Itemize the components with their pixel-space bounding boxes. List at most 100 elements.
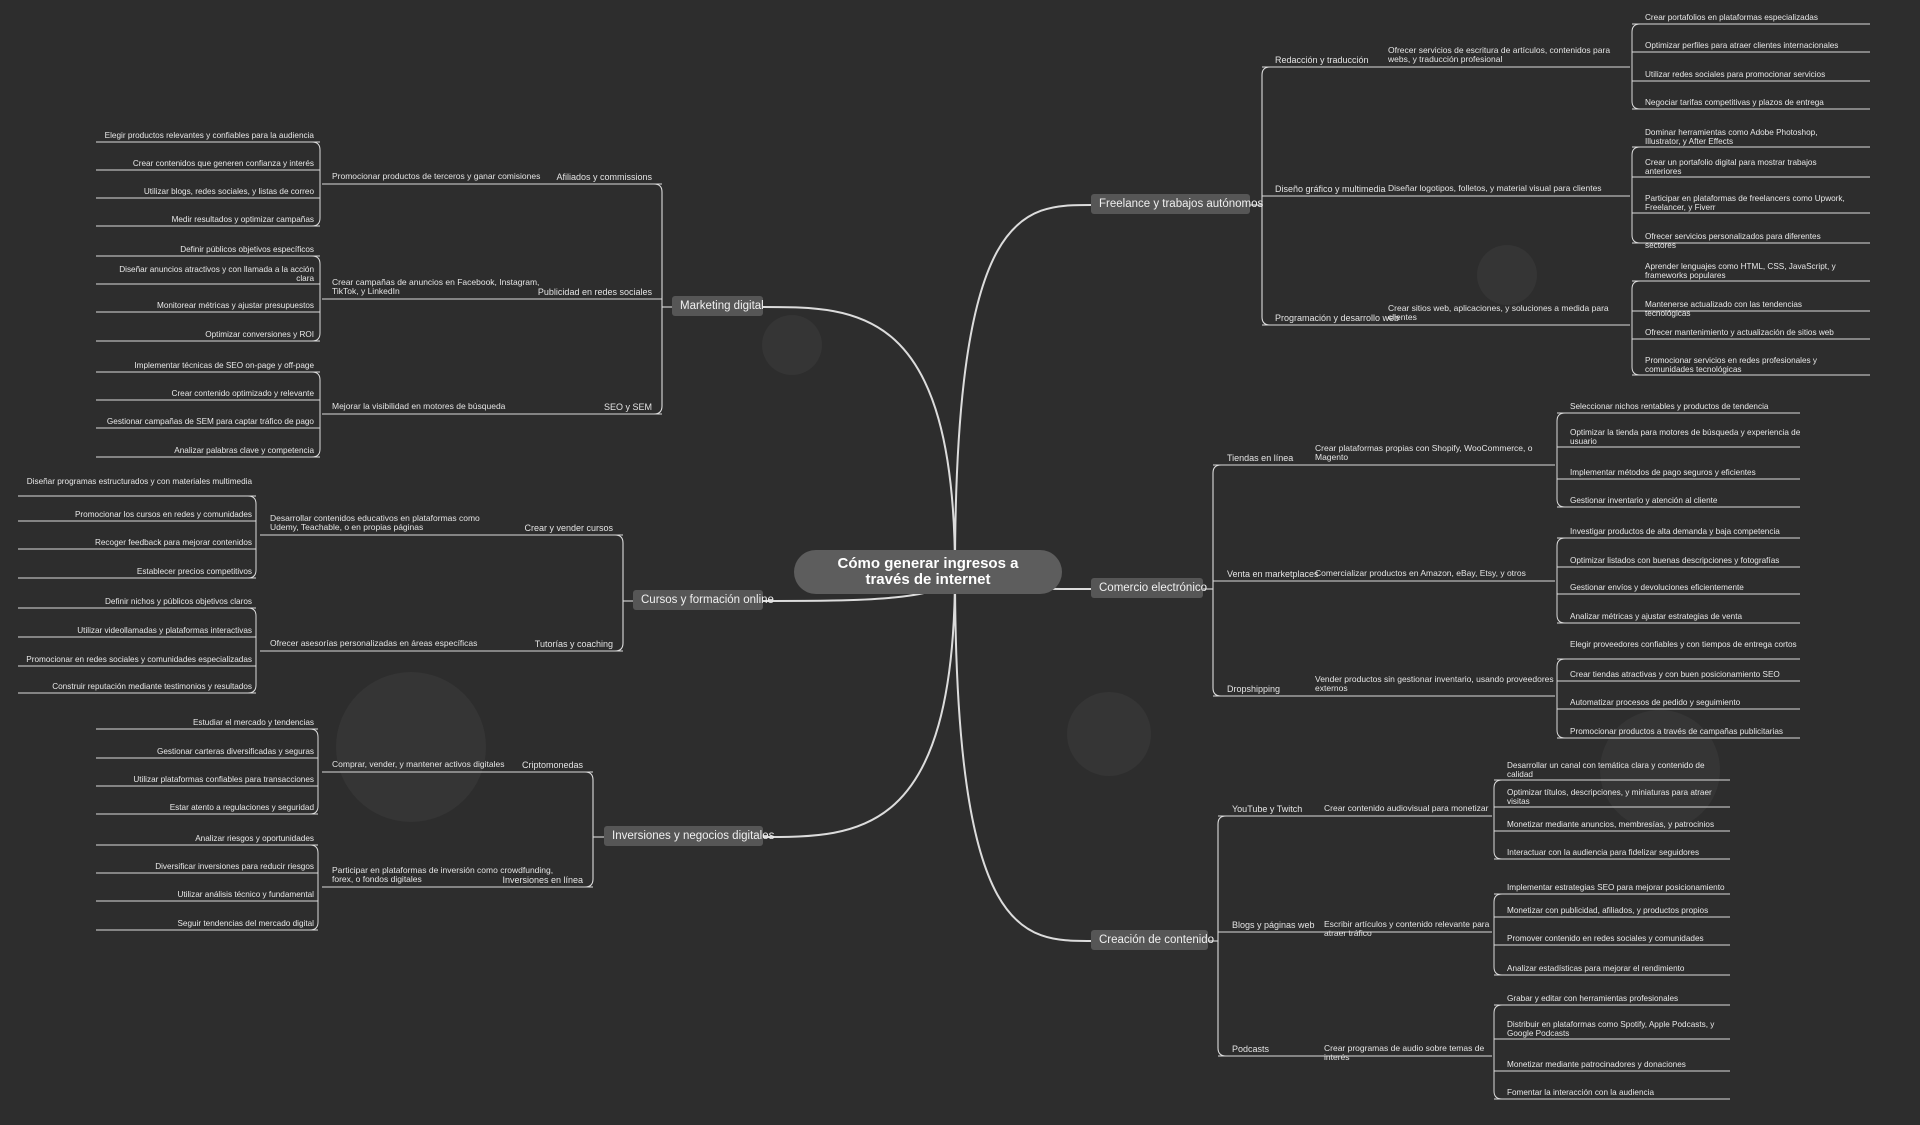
leaf-topic[interactable]: Recoger feedback para mejorar contenidos: [94, 538, 252, 547]
leaf-topic[interactable]: Elegir productos relevantes y confiables…: [104, 131, 314, 140]
leaf-topic[interactable]: Analizar métricas y ajustar estrategias …: [1570, 612, 1743, 621]
leaf-topic[interactable]: Analizar estadísticas para mejorar el re…: [1507, 964, 1685, 973]
background-circle: [1600, 710, 1720, 830]
branch-4[interactable]: Marketing digital: [672, 296, 764, 316]
leaf-spine: [1556, 537, 1566, 624]
leaf-topic[interactable]: Utilizar videollamadas y plataformas int…: [77, 626, 252, 635]
background-circle: [1477, 245, 1537, 305]
leaf-topic[interactable]: Optimizar la tienda para motores de búsq…: [1570, 428, 1801, 446]
leaf-topic[interactable]: Desarrollar un canal con temática clara …: [1507, 761, 1705, 779]
leaf-topic[interactable]: Definir nichos y públicos objetivos clar…: [105, 597, 252, 606]
leaf-topic[interactable]: Participar en plataformas de freelancers…: [1645, 194, 1845, 212]
leaf-topic[interactable]: Optimizar conversiones y ROI: [205, 330, 314, 339]
sub-topic[interactable]: Inversiones en línea: [502, 875, 583, 885]
leaf-topic[interactable]: Establecer precios competitivos: [136, 567, 252, 576]
leaf-topic[interactable]: Investigar productos de alta demanda y b…: [1570, 527, 1780, 536]
leaf-topic[interactable]: Monetizar mediante anuncios, membresías,…: [1507, 820, 1715, 829]
branch-3[interactable]: Creación de contenido: [1091, 930, 1214, 950]
sub-topic[interactable]: Venta en marketplaces: [1227, 569, 1319, 579]
leaf-topic[interactable]: Estar atento a regulaciones y seguridad: [169, 803, 314, 812]
sub-description: Crear programas de audio sobre temas de …: [1324, 1043, 1485, 1062]
leaf-topic[interactable]: Aprender lenguajes como HTML, CSS, JavaS…: [1645, 262, 1836, 280]
leaf-topic[interactable]: Utilizar redes sociales para promocionar…: [1645, 70, 1826, 79]
leaf-topic[interactable]: Promocionar productos a través de campañ…: [1570, 727, 1783, 736]
leaf-topic[interactable]: Gestionar carteras diversificadas y segu…: [157, 747, 314, 756]
leaf-topic[interactable]: Monetizar mediante patrocinadores y dona…: [1507, 1060, 1686, 1069]
sub-topic[interactable]: Criptomonedas: [521, 760, 583, 770]
sub-topic[interactable]: Tutorías y coaching: [534, 639, 613, 649]
leaf-topic[interactable]: Implementar métodos de pago seguros y ef…: [1570, 468, 1756, 477]
sub-topic[interactable]: SEO y SEM: [603, 402, 652, 412]
branch-2[interactable]: Comercio electrónico: [1091, 578, 1207, 598]
leaf-topic[interactable]: Ofrecer servicios personalizados para di…: [1645, 232, 1821, 250]
leaf-topic[interactable]: Diseñar anuncios atractivos y con llamad…: [119, 265, 314, 283]
leaf-topic[interactable]: Grabar y editar con herramientas profesi…: [1507, 994, 1679, 1003]
leaf-topic[interactable]: Dominar herramientas como Adobe Photosho…: [1645, 128, 1818, 146]
sub-topic[interactable]: Crear y vender cursos: [524, 523, 613, 533]
leaf-topic[interactable]: Automatizar procesos de pedido y seguimi…: [1570, 698, 1741, 707]
leaf-topic[interactable]: Interactuar con la audiencia para fideli…: [1507, 848, 1700, 857]
leaf-topic[interactable]: Distribuir en plataformas como Spotify, …: [1507, 1020, 1715, 1038]
leaf-topic[interactable]: Crear tiendas atractivas y con buen posi…: [1570, 670, 1780, 679]
leaf-topic[interactable]: Monitorear métricas y ajustar presupuest…: [157, 301, 314, 310]
leaf-topic[interactable]: Utilizar plataformas confiables para tra…: [133, 775, 314, 784]
leaf-topic[interactable]: Crear contenidos que generen confianza y…: [132, 159, 314, 168]
sub-description: Crear contenido audiovisual para monetiz…: [1324, 803, 1489, 813]
sub-description: Crear plataformas propias con Shopify, W…: [1315, 443, 1533, 462]
leaf-topic[interactable]: Elegir proveedores confiables y con tiem…: [1570, 640, 1797, 649]
leaf-topic[interactable]: Crear un portafolio digital para mostrar…: [1645, 158, 1817, 176]
background-circle: [336, 672, 486, 822]
sub-topic[interactable]: YouTube y Twitch: [1232, 804, 1303, 814]
leaf-spine: [247, 607, 257, 694]
leaf-topic[interactable]: Promover contenido en redes sociales y c…: [1507, 934, 1704, 943]
sub-topic[interactable]: Dropshipping: [1227, 684, 1281, 694]
leaf-topic[interactable]: Monetizar con publicidad, afiliados, y p…: [1507, 906, 1709, 915]
leaf-topic[interactable]: Fomentar la interacción con la audiencia: [1507, 1088, 1655, 1097]
sub-topic[interactable]: Blogs y páginas web: [1232, 920, 1315, 930]
leaf-topic[interactable]: Crear contenido optimizado y relevante: [171, 389, 314, 398]
root-topic[interactable]: Cómo generar ingresos a través de intern…: [794, 550, 1062, 594]
leaf-topic[interactable]: Promocionar en redes sociales y comunida…: [26, 655, 252, 664]
leaf-topic[interactable]: Optimizar perfiles para atraer clientes …: [1645, 41, 1839, 50]
sub-topic[interactable]: Publicidad en redes sociales: [537, 287, 652, 297]
leaf-topic[interactable]: Crear portafolios en plataformas especia…: [1645, 13, 1818, 22]
sub-description: Ofrecer asesorías personalizadas en área…: [270, 638, 478, 648]
branch-1[interactable]: Freelance y trabajos autónomos: [1091, 194, 1263, 214]
leaf-topic[interactable]: Estudiar el mercado y tendencias: [192, 718, 314, 727]
sub-topic[interactable]: Podcasts: [1232, 1044, 1270, 1054]
leaf-topic[interactable]: Utilizar blogs, redes sociales, y listas…: [143, 187, 314, 196]
leaf-spine: [1556, 658, 1566, 739]
leaf-topic[interactable]: Analizar riesgos y oportunidades: [195, 834, 314, 843]
sub-topic[interactable]: Afiliados y commissions: [556, 172, 652, 182]
leaf-topic[interactable]: Diversificar inversiones para reducir ri…: [155, 862, 314, 871]
leaf-topic[interactable]: Implementar técnicas de SEO on-page y of…: [134, 361, 314, 370]
leaf-topic[interactable]: Optimizar listados con buenas descripcio…: [1570, 556, 1780, 565]
leaf-spine: [311, 371, 321, 458]
sub-topic[interactable]: Tiendas en línea: [1227, 453, 1294, 463]
branch-5[interactable]: Cursos y formación online: [633, 590, 774, 610]
leaf-topic[interactable]: Gestionar campañas de SEM para captar tr…: [106, 417, 314, 426]
leaf-topic[interactable]: Diseñar programas estructurados y con ma…: [26, 477, 252, 486]
leaf-topic[interactable]: Ofrecer mantenimiento y actualización de…: [1645, 328, 1834, 337]
leaf-topic[interactable]: Negociar tarifas competitivas y plazos d…: [1645, 98, 1824, 107]
leaf-topic[interactable]: Analizar palabras clave y competencia: [174, 446, 314, 455]
leaf-topic[interactable]: Gestionar inventario y atención al clien…: [1570, 496, 1718, 505]
leaf-spine: [1493, 893, 1503, 976]
leaf-topic[interactable]: Definir públicos objetivos específicos: [180, 245, 314, 254]
sub-topic[interactable]: Redacción y traducción: [1275, 55, 1369, 65]
sub-topic[interactable]: Programación y desarrollo web: [1275, 313, 1400, 323]
leaf-topic[interactable]: Seleccionar nichos rentables y productos…: [1570, 402, 1769, 411]
leaf-topic[interactable]: Promocionar los cursos en redes y comuni…: [74, 510, 252, 519]
leaf-topic[interactable]: Implementar estrategias SEO para mejorar…: [1507, 883, 1725, 892]
branch-6[interactable]: Inversiones y negocios digitales: [604, 826, 774, 846]
leaf-topic[interactable]: Construir reputación mediante testimonio…: [52, 682, 252, 691]
sub-topic[interactable]: Diseño gráfico y multimedia: [1275, 184, 1386, 194]
leaf-topic[interactable]: Gestionar envíos y devoluciones eficient…: [1570, 583, 1744, 592]
leaf-topic[interactable]: Seguir tendencias del mercado digital: [177, 919, 314, 928]
leaf-topic[interactable]: Optimizar títulos, descripciones, y mini…: [1507, 788, 1712, 806]
branch-connector: [954, 204, 1092, 573]
leaf-topic[interactable]: Utilizar análisis técnico y fundamental: [177, 890, 314, 899]
leaf-topic[interactable]: Mantenerse actualizado con las tendencia…: [1645, 300, 1803, 318]
leaf-topic[interactable]: Promocionar servicios en redes profesion…: [1645, 356, 1818, 374]
leaf-topic[interactable]: Medir resultados y optimizar campañas: [171, 215, 314, 224]
